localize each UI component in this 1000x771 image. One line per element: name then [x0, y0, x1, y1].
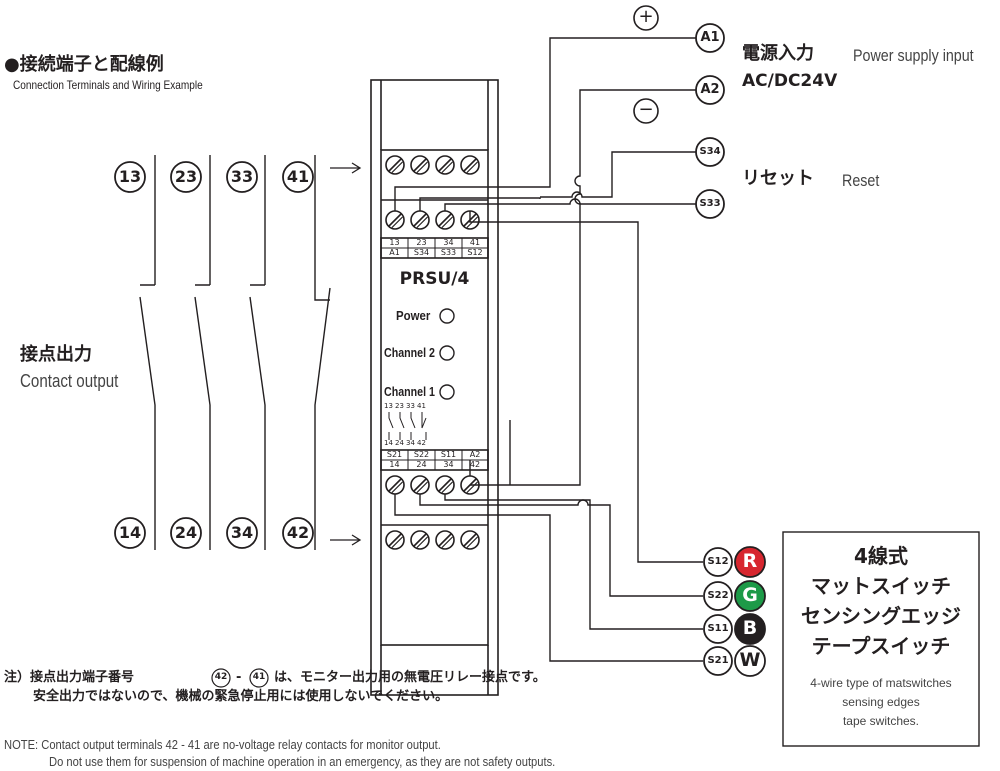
note-jp-number-42: 42: [214, 672, 228, 682]
bottom-label-a2: A2: [469, 450, 481, 459]
terminal-a2: A2: [700, 82, 720, 97]
device-model: PRSU/4: [399, 269, 470, 289]
arrow-icons: [330, 162, 362, 546]
terminal-s33: S33: [699, 198, 721, 209]
screw-row-bottom-2: [385, 530, 480, 550]
mini-bottom-24: 24: [395, 439, 404, 447]
note-en-line2: Do not use them for suspension of machin…: [49, 754, 556, 769]
mini-top-13: 13: [384, 402, 393, 410]
mini-top-41: 41: [417, 402, 426, 410]
box-title: 4線式: [854, 544, 908, 568]
note-jp-prefix: 注）接点出力端子番号: [4, 670, 135, 685]
bottom-label-s11: S11: [440, 450, 457, 459]
screw-row-top-2: [385, 210, 480, 230]
terminal-s34: S34: [699, 146, 721, 157]
wire-color-g: G: [742, 584, 758, 606]
mini-top-23: 23: [395, 402, 404, 410]
mini-bottom-42: 42: [417, 439, 426, 447]
terminal-s21: S21: [707, 655, 729, 666]
box-en1: 4-wire type of matswitches: [810, 676, 952, 690]
top-label-s34: S34: [413, 248, 430, 257]
terminal-14: 14: [118, 523, 142, 542]
top-label-s12: S12: [467, 248, 483, 257]
sensor-info-box: [782, 531, 980, 747]
contact-output-label-jp: 接点出力: [20, 344, 92, 365]
wire-color-r: R: [742, 550, 758, 572]
terminal-s11: S11: [707, 623, 729, 634]
terminal-s12: S12: [707, 556, 729, 567]
bottom-label-s22: S22: [413, 450, 430, 459]
reset-label-jp: リセット: [742, 168, 814, 189]
led-channel2-label: Channel 2: [384, 345, 435, 360]
terminal-s22: S22: [707, 590, 729, 601]
contact-output-label-en: Contact output: [20, 371, 119, 391]
box-en3: tape switches.: [842, 714, 920, 728]
minus-icon: −: [638, 99, 654, 120]
top-label-s33: S33: [440, 248, 457, 257]
terminal-34: 34: [230, 523, 254, 542]
box-line2: センシングエッジ: [801, 604, 961, 628]
bottom-label-24: 24: [416, 460, 427, 469]
power-label-en: Power supply input: [853, 46, 974, 65]
terminal-33: 33: [230, 167, 254, 186]
box-line3: テープスイッチ: [811, 634, 951, 658]
led-power-label: Power: [396, 308, 431, 323]
wiring-lines: [394, 37, 703, 662]
screw-row-bottom-1: [385, 475, 480, 495]
mini-top-33: 33: [406, 402, 415, 410]
bottom-label-14: 14: [389, 460, 400, 469]
bottom-label-s21: S21: [386, 450, 403, 459]
note-jp-line2: 安全出力ではないので、機械の緊急停止用には使用しないでください。: [33, 689, 449, 704]
terminal-41: 41: [286, 167, 310, 186]
led-indicators: [439, 308, 455, 400]
top-label-13: 13: [389, 238, 400, 247]
terminal-a1: A1: [700, 30, 720, 45]
top-label-a1: A1: [389, 248, 400, 257]
plus-icon: +: [638, 6, 654, 27]
led-channel1-label: Channel 1: [384, 384, 435, 399]
note-jp-number-41: 41: [252, 672, 266, 682]
terminal-24: 24: [174, 523, 198, 542]
mini-bottom-14: 14: [384, 439, 393, 447]
sensor-terminal-circles: [703, 546, 766, 677]
top-label-41: 41: [469, 238, 481, 247]
note-jp-dash: -: [236, 670, 242, 685]
header-title-en: Connection Terminals and Wiring Example: [13, 78, 203, 92]
device-housing: [370, 79, 499, 696]
bottom-label-34: 34: [443, 460, 454, 469]
polarity-circles: [633, 5, 659, 124]
mini-bottom-34: 34: [406, 439, 415, 447]
mini-contact-symbols: [388, 412, 427, 440]
note-jp-rest: は、モニター出力用の無電圧リレー接点です。: [274, 670, 546, 685]
wire-color-w: W: [739, 649, 761, 671]
top-label-34: 34: [443, 238, 454, 247]
contact-switches: [139, 155, 331, 550]
note-number-circles: [211, 668, 269, 688]
wire-color-b: B: [742, 617, 758, 639]
screw-row-top-1: [385, 155, 480, 175]
top-label-23: 23: [416, 238, 427, 247]
note-en-line1: NOTE: Contact output terminals 42 - 41 a…: [4, 737, 441, 752]
reset-label-en: Reset: [842, 171, 880, 190]
header-title-jp: ●接続端子と配線例: [4, 54, 164, 75]
terminal-23: 23: [174, 167, 198, 186]
terminal-42: 42: [286, 523, 310, 542]
power-reset-terminal-circles: [695, 23, 725, 219]
box-line1: マットスイッチ: [811, 574, 951, 598]
bottom-label-42: 42: [469, 460, 481, 469]
terminal-13: 13: [118, 167, 142, 186]
box-en2: sensing edges: [842, 695, 920, 709]
power-label-jp: 電源入力: [742, 43, 814, 64]
output-terminal-circles: [114, 161, 314, 549]
power-voltage: AC/DC24V: [742, 71, 838, 91]
